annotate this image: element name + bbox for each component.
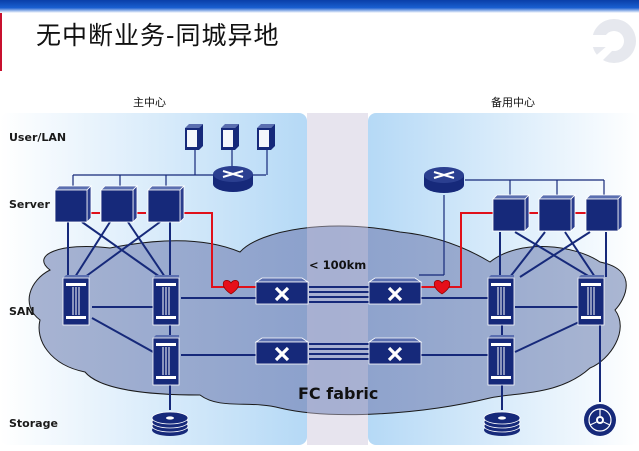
server-icon (100, 185, 138, 223)
director-switch-icon (62, 274, 90, 326)
director-switch-icon (577, 274, 605, 326)
san-links-backup (421, 297, 601, 410)
workstation-icon (185, 124, 203, 150)
layer-label-server: Server (9, 198, 50, 211)
server-icon (54, 185, 92, 223)
disk-array-icon (151, 411, 189, 437)
fc-switch-icon (367, 336, 423, 366)
server-icon (147, 185, 185, 223)
layer-label-san: SAN (9, 305, 35, 318)
logo-icon (590, 19, 636, 65)
slide-title: 无中断业务-同城异地 (36, 21, 280, 50)
director-switch-icon (152, 334, 180, 386)
lan-links-backup (419, 179, 605, 276)
workstation-icon (257, 124, 275, 150)
fc-switch-icon (254, 276, 310, 306)
distance-gap (307, 113, 368, 445)
layer-label-user-lan: User/LAN (9, 131, 67, 144)
router-icon (423, 166, 465, 194)
workstation-icon (221, 124, 239, 150)
director-switch-icon (152, 274, 180, 326)
distance-label: < 100km (309, 258, 367, 272)
server-icon (492, 194, 530, 232)
title-bar (0, 0, 639, 13)
isl-links (309, 286, 369, 360)
tape-library-icon (584, 404, 616, 436)
director-switch-icon (487, 334, 515, 386)
server-san-links-primary (67, 221, 171, 278)
layer-label-storage: Storage (9, 417, 58, 430)
router-icon (212, 165, 254, 193)
server-icon (585, 194, 623, 232)
accent-mark (0, 13, 2, 71)
server-san-links-backup (499, 231, 607, 278)
fc-switch-icon (367, 276, 423, 306)
backup-site-label: 备用中心 (491, 96, 535, 109)
fc-fabric-label: FC fabric (298, 384, 379, 403)
server-icon (538, 194, 576, 232)
san-links-primary (91, 297, 257, 410)
primary-site-label: 主中心 (133, 96, 166, 109)
disk-array-icon (483, 411, 521, 437)
fc-switch-icon (254, 336, 310, 366)
director-switch-icon (487, 274, 515, 326)
